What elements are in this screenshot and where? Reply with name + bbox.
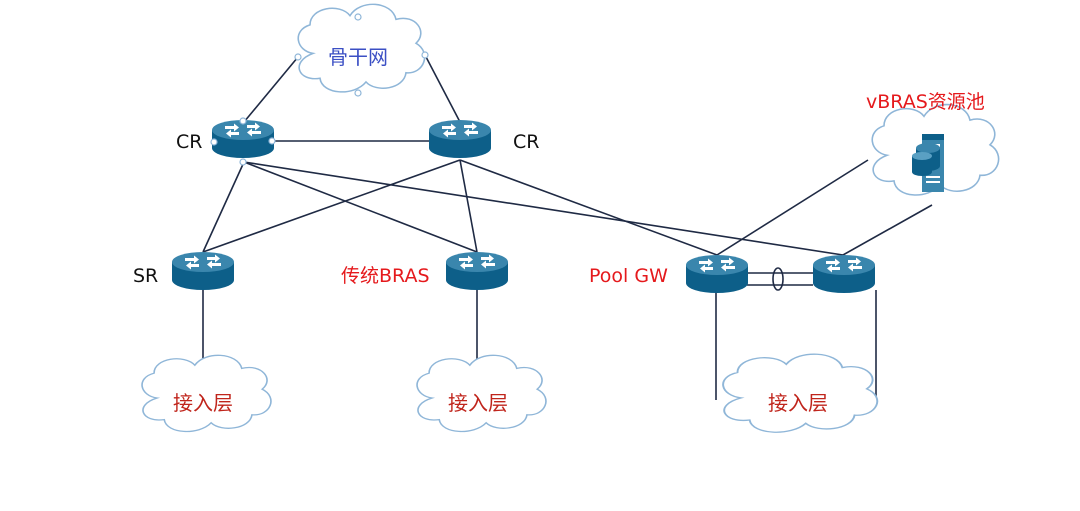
router-cr-left: [212, 120, 274, 158]
link-aggregation-icon: [772, 267, 784, 291]
access-cloud-2-label: 接入层: [448, 391, 508, 415]
label-sr: SR: [133, 265, 158, 287]
link-crl-bras: [243, 161, 478, 253]
links: [202, 54, 933, 400]
router-icon: [813, 255, 875, 293]
router-pool-gw-2: [813, 255, 875, 293]
link-backbone-cr-left: [243, 56, 299, 123]
router-traditional-bras: [446, 252, 508, 290]
server-icon: [912, 134, 944, 192]
router-icon: [212, 120, 274, 158]
router-icon: [686, 255, 748, 293]
label-cr-right: CR: [513, 131, 539, 153]
label-pool-gw: Pool GW: [589, 265, 668, 287]
router-icon: [172, 252, 234, 290]
label-vbras-pool: vBRAS资源池: [866, 91, 985, 113]
link-poolgw2-vbras: [842, 204, 933, 256]
label-cr-left: CR: [176, 131, 202, 153]
link-crr-sr: [202, 159, 461, 253]
access-cloud-3-label: 接入层: [768, 391, 828, 415]
backbone-cloud-handles: [294, 13, 429, 97]
link-crl-poolgw2: [243, 161, 844, 256]
backbone-cloud-label: 骨干网: [328, 45, 388, 69]
link-crr-bras: [459, 159, 478, 253]
link-poolgw1-vbras: [716, 159, 869, 256]
label-traditional-bras: 传统BRAS: [341, 265, 430, 287]
router-cr-right: [429, 120, 491, 158]
access-cloud-1-label: 接入层: [173, 391, 233, 415]
router-icon: [429, 120, 491, 158]
router-cr-left-handles: [210, 117, 276, 166]
link-backbone-cr-right: [424, 54, 461, 123]
link-crl-sr: [202, 161, 245, 253]
router-icon: [446, 252, 508, 290]
router-pool-gw-1: [686, 255, 748, 293]
router-sr: [172, 252, 234, 290]
link-crr-poolgw1: [459, 159, 718, 256]
